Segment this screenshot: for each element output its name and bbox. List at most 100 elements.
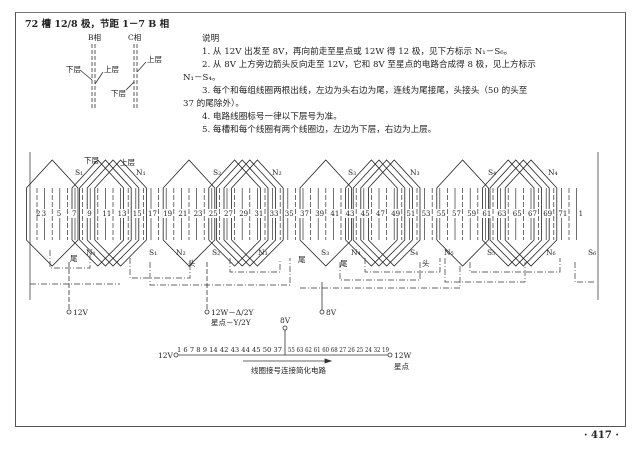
circuit-8v-terminal[interactable] bbox=[282, 325, 288, 331]
slot-number-bg bbox=[578, 209, 584, 218]
circuit-sequence-left: 1 6 7 8 9 14 42 43 44 45 50 37 bbox=[177, 346, 282, 354]
slot-number: 27 bbox=[224, 210, 233, 218]
slot-number-bg bbox=[512, 209, 523, 218]
slot-number: 3 bbox=[42, 210, 46, 218]
coil bbox=[71, 159, 124, 267]
slot-number: 9 bbox=[87, 210, 91, 218]
slot-number-bg bbox=[421, 209, 432, 218]
slot-number: 41 bbox=[330, 210, 339, 218]
slot-number: 39 bbox=[315, 210, 324, 218]
terminal-12v[interactable] bbox=[66, 309, 72, 315]
slot-number: 25 bbox=[209, 210, 218, 218]
slot-number-bg bbox=[86, 209, 93, 218]
circuit-end-label: 12W bbox=[394, 351, 412, 360]
bottom-pole-label: S₅ bbox=[487, 248, 495, 257]
legend-upper-b: 上层 bbox=[104, 65, 119, 74]
slot-number-bg bbox=[497, 209, 508, 218]
slot-number-bg bbox=[177, 209, 188, 218]
legend-phase-b: B相 bbox=[88, 32, 101, 42]
slot-number: 53 bbox=[422, 210, 431, 218]
connection-wires bbox=[30, 250, 596, 289]
slot-number-bg bbox=[299, 209, 310, 218]
slot-number: 35 bbox=[285, 210, 294, 218]
circuit-12v-terminal[interactable] bbox=[173, 352, 179, 358]
slot-number-bg bbox=[253, 209, 264, 218]
label-tail-2: 尾 bbox=[298, 255, 306, 264]
bottom-pole-label: S₆ bbox=[588, 248, 596, 257]
slot-number-bg bbox=[208, 209, 219, 218]
simplified-circuit bbox=[173, 325, 393, 364]
coil bbox=[162, 159, 216, 267]
notes: 说明 1. 从 12V 出发至 8V，再向前走至星点或 12W 得 12 极，见… bbox=[183, 33, 613, 137]
slot-number-bg bbox=[557, 209, 568, 218]
legend-phase-c: C相 bbox=[128, 32, 141, 42]
circuit-sequence-right: 55 63 62 61 60 68 27 26 25 24 32 19 bbox=[288, 346, 389, 354]
bottom-pole-label: N₃ bbox=[258, 248, 268, 257]
slot-number-bg bbox=[481, 209, 492, 218]
slot-number: 57 bbox=[452, 210, 461, 218]
slot-number-bg bbox=[284, 209, 295, 218]
coil bbox=[86, 159, 140, 267]
slot-number: 31 bbox=[254, 210, 263, 218]
note-5: 5. 每槽和每个线圈有两个线圈边，左边为下层，右边为上层。 bbox=[202, 125, 437, 135]
legend-upper-c: 上层 bbox=[147, 55, 162, 64]
bottom-pole-label: N₂ bbox=[176, 248, 186, 257]
slot-number-bg bbox=[56, 209, 62, 218]
notes-heading: 说明 bbox=[202, 34, 220, 44]
slot-number: 23 bbox=[194, 210, 203, 218]
slot-number-bg bbox=[269, 209, 280, 218]
page-title: 72 槽 12/8 极，节距 1－7 B 相 bbox=[25, 19, 170, 30]
lead-star-label: 星点－Y/2Y bbox=[211, 318, 252, 327]
terminal-8v[interactable] bbox=[319, 309, 325, 315]
note-1: 1. 从 12V 出发至 8V，再向前走至星点或 12W 得 12 极，见下方标… bbox=[202, 47, 513, 57]
slot-number: 37 bbox=[300, 210, 309, 218]
slot-number: 2 bbox=[36, 210, 40, 218]
note-3: 3. 每个和每组线圈两根出线，左边为头右边为尾，连线为尾接尾，头接头（50 的头… bbox=[202, 86, 528, 96]
slot-number-bg bbox=[101, 209, 112, 218]
slot-number: 63 bbox=[498, 210, 507, 218]
top-pole-label: N₄ bbox=[548, 168, 558, 177]
coil bbox=[367, 159, 421, 267]
coil bbox=[489, 159, 542, 267]
slot-number: 43 bbox=[346, 210, 355, 218]
bottom-pole-label: N₄ bbox=[351, 248, 361, 257]
slot-number-bg bbox=[436, 209, 447, 218]
slot-number: 71 bbox=[558, 210, 567, 218]
slot-number-bg bbox=[132, 209, 143, 218]
label-tail-1: 尾 bbox=[70, 254, 78, 263]
legend-lower-b: 下层 bbox=[66, 65, 81, 74]
note-2: 2. 从 8V 上方旁边箭头反向走至 12V，它和 8V 至星点的电路合成得 8… bbox=[202, 60, 536, 70]
slot-number: 21 bbox=[178, 210, 187, 218]
slot-number: 51 bbox=[406, 210, 415, 218]
slot-number-bg bbox=[71, 209, 77, 218]
bottom-pole-label: N₆ bbox=[546, 248, 556, 257]
label-tail-3: 尾 bbox=[340, 259, 348, 268]
slot-number: 15 bbox=[133, 210, 142, 218]
slot-number: 7 bbox=[72, 210, 76, 218]
slot-number: 47 bbox=[376, 210, 385, 218]
top-pole-label: N₁ bbox=[136, 168, 146, 177]
circuit-mid-label: 8V bbox=[280, 316, 291, 325]
label-head-1: 头 bbox=[188, 258, 196, 268]
coil bbox=[25, 159, 79, 267]
note-2-cont: N₁－S₄。 bbox=[183, 73, 221, 83]
slot-number: 65 bbox=[513, 210, 522, 218]
coil bbox=[215, 159, 269, 267]
coil bbox=[360, 159, 413, 267]
circuit-12w-terminal[interactable] bbox=[387, 352, 393, 358]
top-pole-label: S₁ bbox=[75, 168, 83, 177]
bottom-pole-label: S₁ bbox=[149, 248, 157, 257]
coil bbox=[352, 159, 406, 267]
slot-number: 33 bbox=[270, 210, 279, 218]
circuit-star-label: 星点 bbox=[394, 362, 409, 371]
circuit-start-label: 12V bbox=[158, 351, 174, 360]
slot-number: 59 bbox=[467, 210, 476, 218]
slot-number-bg bbox=[360, 209, 371, 218]
lead-12v-label: 12V bbox=[73, 308, 89, 317]
slot-number: 49 bbox=[391, 210, 400, 218]
terminal-12w[interactable] bbox=[204, 309, 210, 315]
slot-number-bg bbox=[375, 209, 386, 218]
top-pole-label: N₃ bbox=[410, 168, 420, 177]
bottom-pole-label: N₁ bbox=[86, 248, 96, 257]
coil bbox=[481, 159, 535, 267]
